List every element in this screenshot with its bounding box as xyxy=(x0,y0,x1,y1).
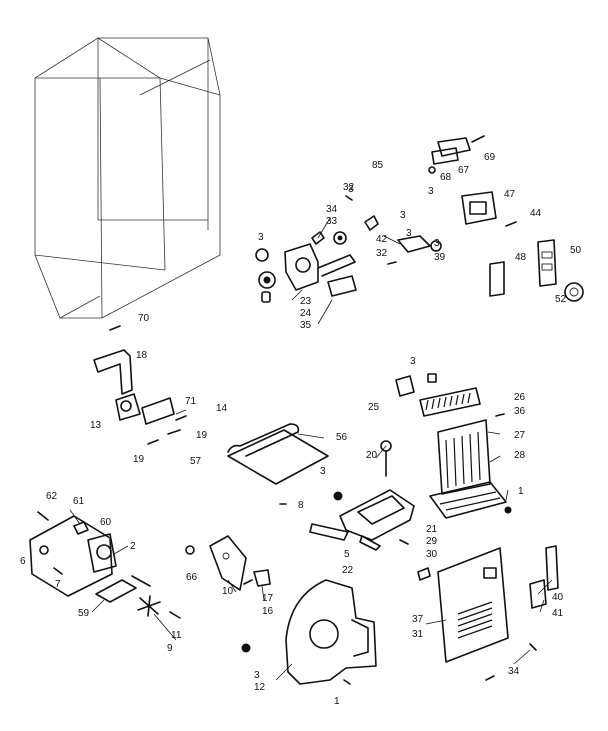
label-37: 37 xyxy=(412,614,424,625)
label-67: 67 xyxy=(458,165,470,176)
label-24: 24 xyxy=(300,308,312,319)
label-10: 10 xyxy=(222,586,234,597)
label-27: 27 xyxy=(514,430,526,441)
label-32: 32 xyxy=(343,182,355,193)
label-5: 5 xyxy=(344,549,350,560)
label-39: 39 xyxy=(434,252,446,263)
label-8: 8 xyxy=(298,500,304,511)
label-47: 47 xyxy=(504,189,516,200)
label-62: 62 xyxy=(46,491,58,502)
label-26: 26 xyxy=(514,392,526,403)
label-28: 28 xyxy=(514,450,526,461)
label-7: 7 xyxy=(55,579,61,590)
label-36: 36 xyxy=(514,406,526,417)
label-3i: 3 xyxy=(406,228,412,239)
label-12: 12 xyxy=(254,682,266,693)
label-34: 34 xyxy=(326,204,338,215)
label-3g: 3 xyxy=(348,184,354,195)
label-3f: 3 xyxy=(254,670,260,681)
damper-bracket-assembly xyxy=(93,325,187,445)
label-3: 3 xyxy=(258,232,264,243)
label-71: 71 xyxy=(185,396,197,407)
label-6: 6 xyxy=(20,556,26,567)
label-41: 41 xyxy=(552,608,564,619)
label-42: 42 xyxy=(376,234,388,245)
label-40: 40 xyxy=(552,592,564,603)
callout-labels: 85 32 34 33 3 42 32 39 3 23 24 35 69 67 … xyxy=(20,152,582,707)
label-85: 85 xyxy=(372,160,384,171)
label-29: 29 xyxy=(426,536,438,547)
label-33: 33 xyxy=(326,216,338,227)
cabinet-wireframe xyxy=(34,37,221,319)
label-61: 61 xyxy=(73,496,85,507)
label-3e: 3 xyxy=(320,466,326,477)
fan-shroud xyxy=(241,579,377,685)
label-56: 56 xyxy=(336,432,348,443)
label-19: 19 xyxy=(196,430,208,441)
bracket-upper-right xyxy=(428,135,485,174)
label-3h: 3 xyxy=(400,210,406,221)
leader-lines xyxy=(69,217,553,681)
label-59: 59 xyxy=(78,608,90,619)
control-housing-assembly xyxy=(255,195,442,303)
label-70: 70 xyxy=(138,313,150,324)
label-1b: 1 xyxy=(334,696,340,707)
label-3b: 3 xyxy=(434,238,440,249)
label-18: 18 xyxy=(136,350,148,361)
label-13: 13 xyxy=(90,420,102,431)
label-57: 57 xyxy=(190,456,202,467)
drain-trough-assembly xyxy=(309,440,431,581)
label-68: 68 xyxy=(440,172,452,183)
label-11: 11 xyxy=(171,630,182,641)
label-19b: 19 xyxy=(133,454,145,465)
label-30: 30 xyxy=(426,549,438,560)
label-69: 69 xyxy=(484,152,496,163)
label-52: 52 xyxy=(555,294,567,305)
label-66: 66 xyxy=(186,572,198,583)
label-34b: 34 xyxy=(508,666,520,677)
label-35: 35 xyxy=(300,320,312,331)
label-32b: 32 xyxy=(376,248,388,259)
rear-panel-assembly xyxy=(437,545,559,681)
cover-panel-56 xyxy=(227,423,329,505)
label-22: 22 xyxy=(342,565,354,576)
label-20: 20 xyxy=(366,450,378,461)
label-16: 16 xyxy=(262,606,274,617)
label-1: 1 xyxy=(518,486,524,497)
label-2: 2 xyxy=(130,541,136,552)
label-3c: 3 xyxy=(428,186,434,197)
label-3d: 3 xyxy=(410,356,416,367)
label-25: 25 xyxy=(368,402,380,413)
label-21: 21 xyxy=(426,524,438,535)
label-31: 31 xyxy=(412,629,424,640)
label-17: 17 xyxy=(262,593,274,604)
evaporator-assembly xyxy=(395,373,512,519)
bracket-parts-48-50-52 xyxy=(489,239,584,302)
label-9: 9 xyxy=(167,643,173,654)
label-44: 44 xyxy=(530,208,542,219)
label-48: 48 xyxy=(515,252,527,263)
label-14: 14 xyxy=(216,403,228,414)
label-60: 60 xyxy=(100,517,112,528)
relay-part-47 xyxy=(461,191,517,227)
label-50: 50 xyxy=(570,245,582,256)
label-23: 23 xyxy=(300,296,312,307)
bracket-66-10 xyxy=(185,535,271,591)
